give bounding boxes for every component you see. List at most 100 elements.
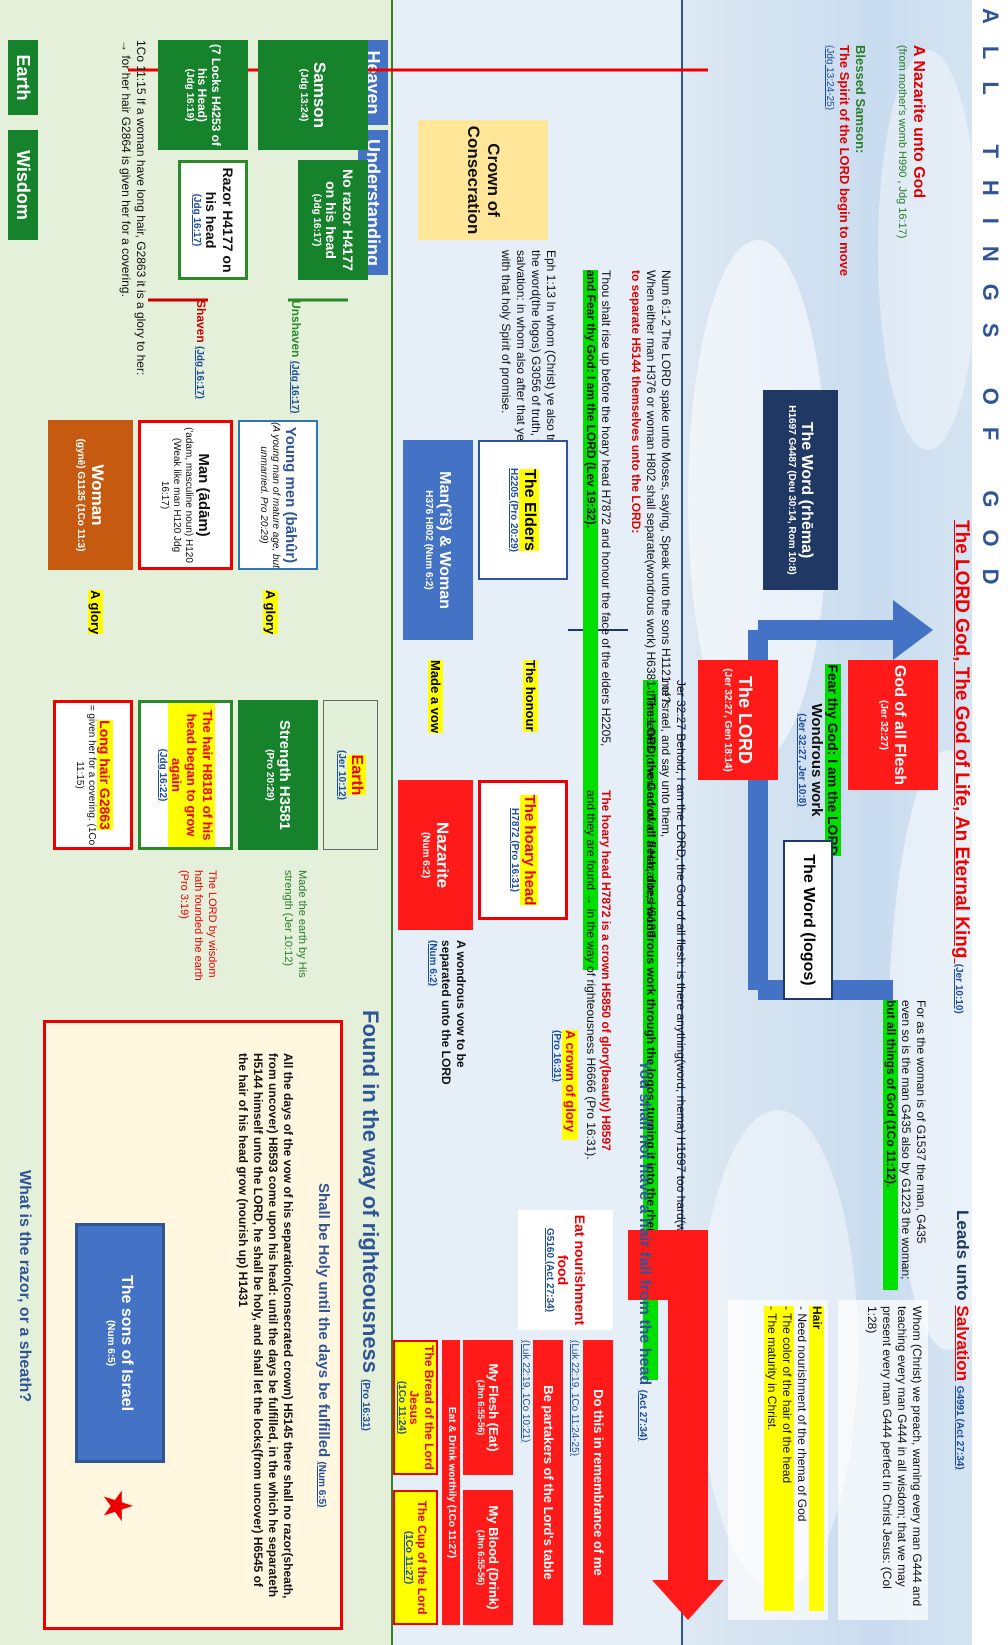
no-razor-ref: (Jdg 16:17) xyxy=(311,193,323,247)
strength-label: Strength H3581 xyxy=(276,719,293,831)
samson-ref: (Jdg 13:24) xyxy=(297,68,309,122)
crown-glory-ref: (Pro 16:31) xyxy=(550,1030,562,1082)
unshaven-label: Unshaven xyxy=(289,300,303,358)
my-flesh-ref: (Jhn 6:55-56) xyxy=(475,1379,486,1436)
woman-label: Woman xyxy=(87,464,107,526)
cor-text: 1Co 11:15 If a woman have long hair, G28… xyxy=(118,40,148,420)
num-line-1: Num 6:1-2 The LORD spake unto Moses, say… xyxy=(659,270,673,838)
cup-ref: (1Co 11:27) xyxy=(403,1530,415,1585)
cor-line-2: → for her hair G2864 is given her for a … xyxy=(119,40,133,297)
partakers-label: Be partakers of the Lord's table xyxy=(540,1385,556,1580)
sons-israel-box: The sons of Israel (Num 6:5) xyxy=(75,1223,165,1463)
star-icon: ★ xyxy=(95,1488,139,1524)
founded-earth-text: The LORD by wisdom hath founded the eart… xyxy=(178,870,219,981)
man-woman-ref: H376 H802 (Num 6:2) xyxy=(423,490,435,590)
hoary-head-box: The hoary head H7872 (Pro 16:31) xyxy=(478,780,568,920)
holy-panel: Shall be Holy until the days be fulfille… xyxy=(43,1020,343,1630)
no-hair-fall-ref: (Act 27:34) xyxy=(637,1389,648,1441)
eat-ref: G5160 (Act 27:34) xyxy=(543,1228,555,1312)
my-blood-ref: (Jhn 6:55-56) xyxy=(475,1529,486,1586)
crown-glory-text: A crown of glory xyxy=(561,1030,578,1140)
strength-ref: (Pro 20:29) xyxy=(264,749,275,801)
bread-label: The Bread of the Lord Jesus xyxy=(407,1345,436,1470)
long-hair-sub: = given her for a covering. (1Co 11:15) xyxy=(73,704,97,846)
seven-locks-label: (7 Locks H4253 of his Head) xyxy=(195,43,224,147)
woman-ref: (gynē) G1135 (1Co 11:3) xyxy=(75,438,87,552)
found-way-ref: (Pro 16:31) xyxy=(360,1379,371,1431)
vow-text: All the days of the vow of his separatio… xyxy=(236,1053,295,1599)
a-glory-2: A glory xyxy=(88,590,103,635)
unshaven: Unshaven (Jdg 16:17) xyxy=(289,300,303,414)
holy-title: Shall be Holy until the days be fulfille… xyxy=(315,1183,332,1508)
unshaven-ref: (Jdg 16:17) xyxy=(289,360,300,414)
crown-box: Crown of Consecration xyxy=(418,120,548,240)
made-earth-text: Made the earth by His strength (Jer 10:1… xyxy=(282,870,308,978)
cup-box: The Cup of the Lord (1Co 11:27) xyxy=(393,1490,438,1625)
hoary-line-1: The hoary head H7872 is a crown H5850 of… xyxy=(599,790,613,1151)
bread-box: The Bread of the Lord Jesus (1Co 11:24) xyxy=(393,1340,438,1475)
man-woman-label: Man('îš) & Woman xyxy=(435,471,453,609)
shaven-label: Shaven xyxy=(194,300,208,343)
my-flesh-box: My Flesh (Eat) (Jhn 6:55-56) xyxy=(463,1340,513,1475)
hair-grow-box: The hair H8181 of his head began to grow… xyxy=(138,700,233,850)
seven-locks-box: (7 Locks H4253 of his Head) (Jdg 16:19) xyxy=(158,40,248,150)
long-hair-label: Long hair G2863 xyxy=(96,720,114,830)
earth-box-ref: (Jer 10:12) xyxy=(335,749,347,801)
hoary-head-label: The hoary head xyxy=(520,794,538,906)
man-woman-box: Man('îš) & Woman H376 H802 (Num 6:2) xyxy=(403,440,473,640)
nazarite-label: Nazarite xyxy=(432,821,452,889)
earth-box: Earth (Jer 10:12) xyxy=(323,700,378,850)
wondrous-vow-text: A wondrous vow to be separated unto the … xyxy=(439,940,468,1085)
earth-box-label: Earth xyxy=(346,754,367,796)
worthily-box: Eat & Drink worthily (1Co 11:27) xyxy=(442,1340,460,1625)
young-men-box: Young men (bāhûr) (A young man of mature… xyxy=(238,420,318,570)
young-men-label: Young men (bāhûr) xyxy=(282,426,299,564)
seven-locks-ref: (Jdg 16:19) xyxy=(183,68,195,122)
no-hair-fall-text: You shall not have a hair fall from the … xyxy=(636,1060,653,1386)
no-hair-fall: You shall not have a hair fall from the … xyxy=(635,1060,653,1620)
razor-label: Razor H4177 on his head xyxy=(203,167,236,273)
crown-glory: A crown of glory (Pro 16:31) xyxy=(549,1030,578,1140)
salvation-arrow xyxy=(652,1230,724,1620)
hoary-line-2: and they are found → in the way of right… xyxy=(584,790,598,1160)
samson-label: Samson xyxy=(310,61,330,129)
hair-grow-label: The hair H8181 of his head began to grow… xyxy=(168,703,215,847)
young-men-sub: (A young man of mature age, but unmarrie… xyxy=(258,422,281,568)
my-blood-label: My Blood (Drink) xyxy=(486,1505,502,1610)
cycle-arrow-head xyxy=(893,600,933,660)
crown-label: Crown of Consecration xyxy=(464,125,504,235)
woman-box: Woman (gynē) G1135 (1Co 11:3) xyxy=(48,420,133,570)
nazarite-box: Nazarite (Num 6:2) xyxy=(398,780,473,930)
nazarite-ref: (Num 6:2) xyxy=(420,831,432,879)
holy-ref: (Num 6:5) xyxy=(316,1461,327,1508)
num-text: Num 6:1-2 The LORD spake unto Moses, say… xyxy=(628,270,673,970)
wondrous-vow-ref: (Num 6:2) xyxy=(427,940,438,987)
made-vow-label: Made a vow xyxy=(428,660,443,733)
eat-label: Eat nourishment food xyxy=(555,1214,589,1326)
salvation-arrow-stem xyxy=(628,1230,668,1300)
long-hair-box: Long hair G2863 = given her for a coveri… xyxy=(53,700,133,850)
partakers-box: Be partakers of the Lord's table xyxy=(533,1340,563,1625)
remembrance-box: Do this in remembrance of me xyxy=(583,1340,613,1625)
elders-box: The Elders H2205 (Pro 20:29) xyxy=(478,440,568,580)
man-adam-sub: ('adam, masculine noun) H120 (Weak like … xyxy=(159,427,195,563)
shaven: Shaven (Jdg 16:17) xyxy=(194,300,208,399)
found-way: Found in the way of righteousness (Pro 1… xyxy=(357,1010,383,1610)
question-text: What is the razor, or a sheath? xyxy=(16,1170,33,1403)
hoary-text: The hoary head H7872 is a crown H5850 of… xyxy=(583,790,613,1210)
razor-box: Razor H4177 on his head (Jdg 16:17) xyxy=(178,160,248,280)
num-line-3: to separate H5144 themselves unto the LO… xyxy=(629,270,643,534)
a-glory-1: A glory xyxy=(263,590,278,635)
bread-ref: (1Co 11:24) xyxy=(396,1380,408,1435)
my-flesh-label: My Flesh (Eat) xyxy=(486,1363,502,1452)
hair-grow-ref: (Jdg 16:22) xyxy=(157,748,169,802)
honour-label: The honour xyxy=(523,660,538,732)
partakers-ref: (Luk 22:19, 1Co 10:21) xyxy=(520,1340,531,1443)
eat-box: Eat nourishment food G5160 (Act 27:34) xyxy=(518,1210,613,1330)
elders-label: The Elders xyxy=(519,469,539,551)
shaven-ref: (Jdg 16:17) xyxy=(194,346,205,399)
my-blood-box: My Blood (Drink) (Jhn 6:55-56) xyxy=(463,1490,513,1625)
